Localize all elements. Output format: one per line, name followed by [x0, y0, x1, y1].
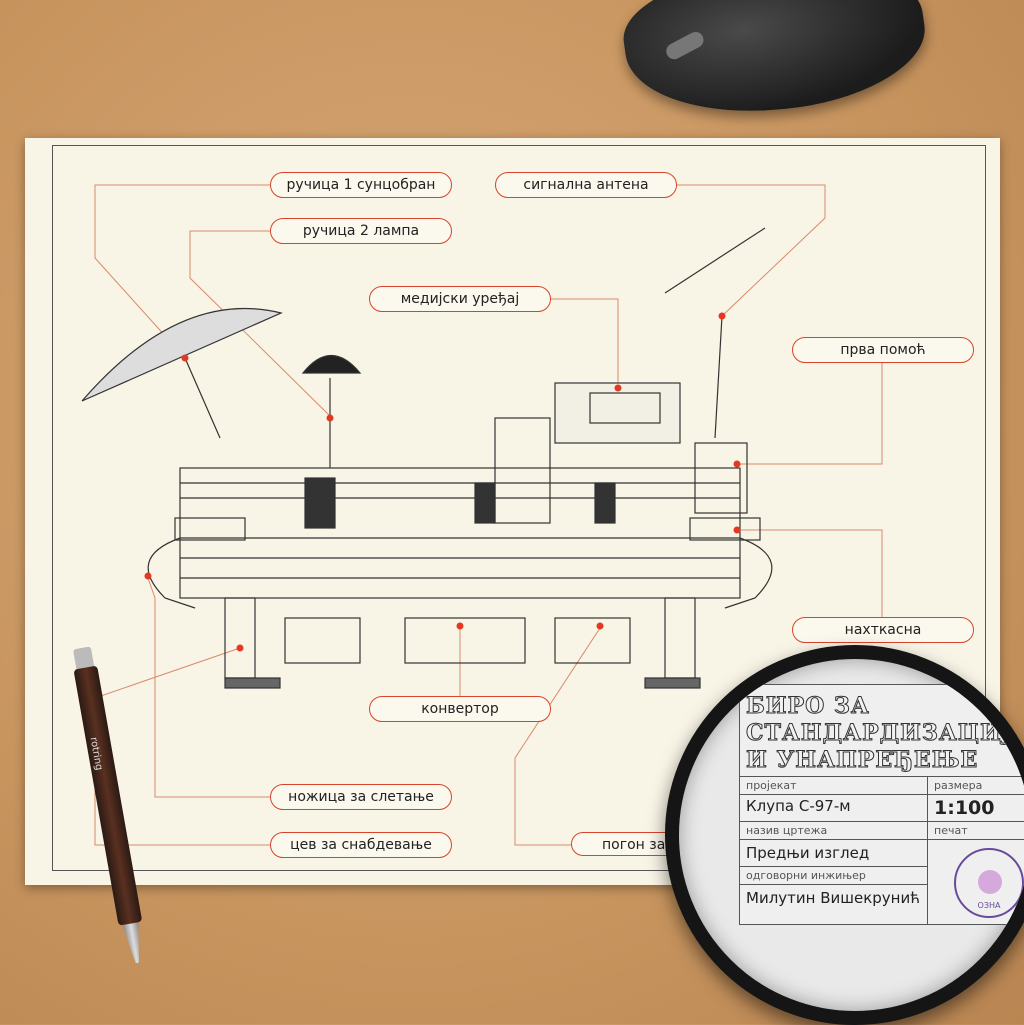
project-label: пројекат — [746, 779, 797, 792]
drawing-name-value: Предњи изглед — [746, 844, 870, 862]
label-umbrella-handle: ручица 1 сунцобран — [270, 172, 452, 198]
label-landing-legs: ножица за слетање — [270, 784, 452, 810]
engineer-value: Милутин Вишекрунић — [740, 884, 927, 911]
bench-drawing — [81, 184, 883, 846]
label-media-device: медијски уређај — [369, 286, 551, 312]
blueprint-sheet: ручица 1 сунцобран сигнална антена ручиц… — [25, 138, 1000, 885]
bench-body — [81, 227, 773, 689]
pencil-tip — [123, 922, 146, 964]
label-converter: конвертор — [369, 696, 551, 722]
stamp-label: печат — [927, 822, 1024, 839]
computer-mouse — [616, 0, 934, 131]
official-stamp: ОЗНА — [954, 848, 1024, 918]
magnifying-glass: Биро за стандардизацију и унапређење про… — [665, 645, 1024, 1025]
title-block-heading: Биро за стандардизацију и унапређење — [746, 693, 1024, 774]
marker-dots — [144, 312, 741, 652]
title-block: Биро за стандардизацију и унапређење про… — [739, 684, 1024, 925]
drawing-name-label: назив цртежа — [746, 824, 828, 837]
mouse-wheel — [663, 29, 707, 63]
label-lamp-handle: ручица 2 лампа — [270, 218, 452, 244]
engineer-label: одговорни инжињер — [740, 866, 927, 884]
project-value: Клупа С-97-м — [746, 797, 851, 815]
label-first-aid: прва помоћ — [792, 337, 974, 363]
label-supply-pipe: цев за снабдевање — [270, 832, 452, 858]
scale-label: размера — [927, 777, 1024, 794]
scale-value: 1:100 — [927, 795, 1024, 821]
label-antenna: сигнална антена — [495, 172, 677, 198]
label-nightstand: нахткасна — [792, 617, 974, 643]
sheet-border — [52, 145, 986, 871]
